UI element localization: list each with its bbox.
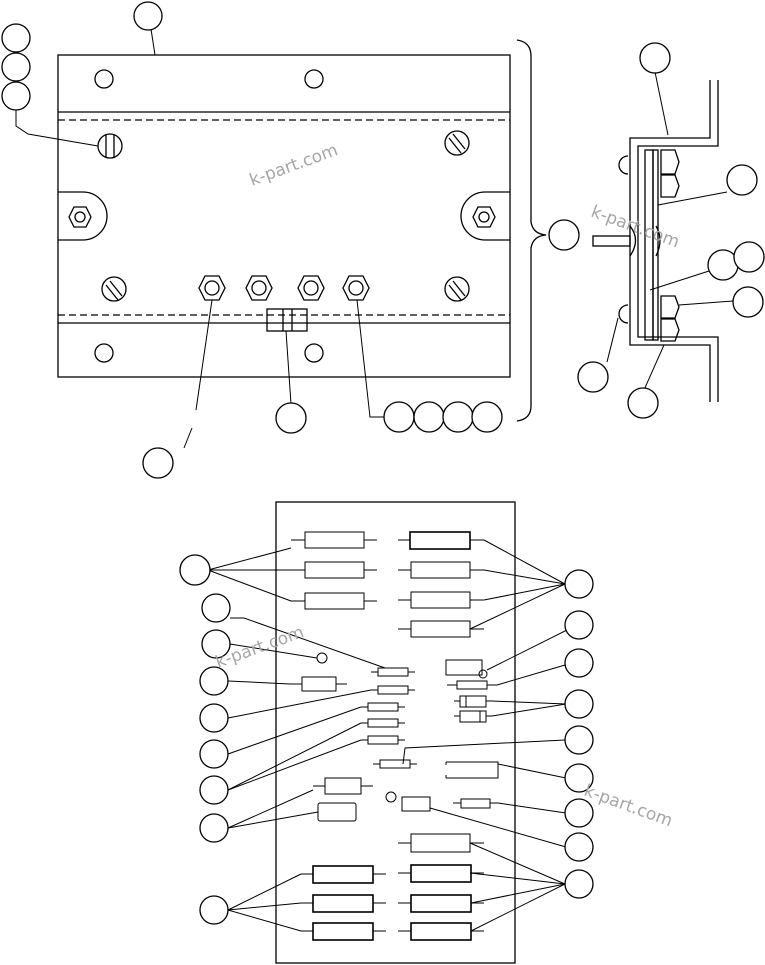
- assembly-brace: [516, 39, 547, 422]
- callout-balloon: [199, 739, 229, 769]
- watermark: k-part.com: [581, 781, 675, 831]
- callout-balloon: [564, 648, 594, 678]
- callout-balloon: [564, 725, 594, 755]
- component-board: [275, 501, 516, 964]
- terminal-stud: [297, 275, 325, 301]
- callout-balloon: [1, 23, 31, 53]
- callout-balloon: [413, 401, 445, 433]
- terminal-board-front-view: [57, 54, 511, 378]
- callout-balloon: [726, 164, 758, 196]
- callout-balloon: [179, 554, 211, 586]
- callout-balloon: [627, 387, 659, 419]
- callout-balloons: [1, 1, 765, 925]
- slotted-screw: [97, 133, 123, 159]
- callout-balloon: [564, 832, 594, 862]
- callout-balloon: [133, 1, 163, 31]
- callout-balloon: [707, 249, 739, 281]
- callout-balloon: [442, 401, 474, 433]
- callout-balloon: [577, 361, 609, 393]
- slotted-screw: [101, 276, 127, 302]
- callout-balloon: [199, 666, 229, 696]
- watermark: k-part.com: [247, 140, 341, 190]
- callout-balloon: [199, 895, 229, 925]
- callout-balloon: [732, 286, 764, 318]
- callout-balloon: [548, 219, 580, 251]
- callout-balloon: [564, 689, 594, 719]
- callout-balloon: [201, 593, 231, 623]
- callout-balloon: [275, 402, 307, 434]
- callout-balloon: [639, 42, 671, 74]
- slotted-screw: [444, 276, 470, 302]
- terminal-board-side-view: [592, 80, 719, 402]
- callout-balloon: [564, 869, 594, 899]
- callout-balloon: [199, 703, 229, 733]
- terminal-stud: [245, 275, 273, 301]
- callout-balloon: [201, 629, 231, 659]
- callout-balloon: [383, 401, 415, 433]
- callout-balloon: [564, 569, 594, 599]
- callout-balloon: [471, 401, 503, 433]
- callout-balloon: [564, 610, 594, 640]
- callout-balloon: [1, 52, 31, 82]
- leader-lines: [15, 28, 734, 932]
- callout-balloon: [142, 447, 174, 479]
- callout-balloon: [564, 798, 594, 828]
- callout-balloon: [199, 813, 229, 843]
- callout-balloon: [564, 763, 594, 793]
- slotted-screw: [444, 130, 470, 156]
- terminal-stud: [198, 275, 226, 301]
- terminal-stud: [342, 275, 370, 301]
- callout-balloon: [733, 241, 765, 273]
- callout-balloon: [199, 775, 229, 805]
- callout-balloon: [1, 81, 31, 111]
